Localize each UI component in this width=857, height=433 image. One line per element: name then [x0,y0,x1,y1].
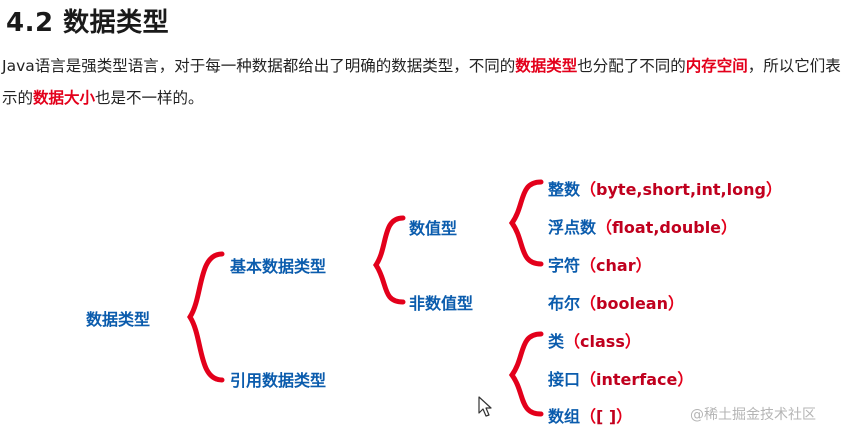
leaf-integer-open: （ [580,180,597,199]
node-numeric: 数值型 [409,219,458,238]
page-title: 4.2 数据类型 [6,8,170,38]
node-reference-types: 引用数据类型 [230,371,327,390]
leaf-float-label: 浮点数 [548,218,597,237]
node-data-type: 数据类型 [86,310,151,329]
leaf-char-close: ） [635,256,652,275]
leaf-char-label: 字符 [548,256,581,275]
leaf-class-open: （ [564,332,581,351]
leaf-integer-close: ） [765,180,782,199]
leaf-char-types: char [596,256,636,275]
intro-text-1: Java语言是强类型语言，对于每一种数据都给出了明确的数据类型，不同的 [2,57,516,75]
brace-basic [372,215,406,305]
leaf-boolean-types: boolean [596,294,668,313]
leaf-boolean-open: （ [580,294,597,313]
leaf-float-open: （ [596,218,613,237]
brace-root [187,251,225,383]
leaf-class-close: ） [624,332,641,351]
leaf-array-open: （ [580,407,597,426]
watermark: @稀土掘金技术社区 [690,407,816,423]
leaf-boolean-label: 布尔 [548,294,581,313]
intro-text-4: 也是不一样的。 [95,89,204,107]
leaf-char-open: （ [580,256,597,275]
intro-highlight-memory: 内存空间 [685,57,748,75]
intro-highlight-data-type: 数据类型 [515,57,578,75]
node-non-numeric: 非数值型 [409,294,474,313]
mouse-cursor-icon [478,396,492,417]
leaf-class-types: class [580,332,625,351]
leaf-interface: 接口（interface） [548,366,693,390]
leaf-float: 浮点数（float,double） [548,214,737,238]
leaf-float-types: float,double [612,218,722,237]
leaf-class-label: 类 [548,332,565,351]
leaf-array-types: [ ] [596,407,617,426]
leaf-boolean-close: ） [668,294,685,313]
brace-reference [508,331,544,417]
leaf-integer: 整数（byte,short,int,long） [548,176,782,200]
leaf-integer-types: byte,short,int,long [596,180,766,199]
intro-text-2: 也分配了不同的 [577,57,686,75]
leaf-interface-label: 接口 [548,370,581,389]
leaf-float-close: ） [721,218,738,237]
leaf-array-label: 数组 [548,407,581,426]
leaf-class: 类（class） [548,328,641,352]
leaf-interface-open: （ [580,370,597,389]
intro-highlight-size: 数据大小 [33,89,96,107]
intro-paragraph: Java语言是强类型语言，对于每一种数据都给出了明确的数据类型，不同的数据类型也… [2,50,854,114]
leaf-integer-label: 整数 [548,180,581,199]
node-basic-types: 基本数据类型 [230,257,327,276]
leaf-interface-close: ） [677,370,694,389]
intro-text-3: ，所以它们表示的 [2,57,841,107]
leaf-boolean: 布尔（boolean） [548,290,684,314]
leaf-char: 字符（char） [548,252,652,276]
brace-numeric [508,179,544,267]
leaf-array: 数组（[ ]） [548,403,632,427]
leaf-array-close: ） [616,407,633,426]
leaf-interface-types: interface [596,370,678,389]
